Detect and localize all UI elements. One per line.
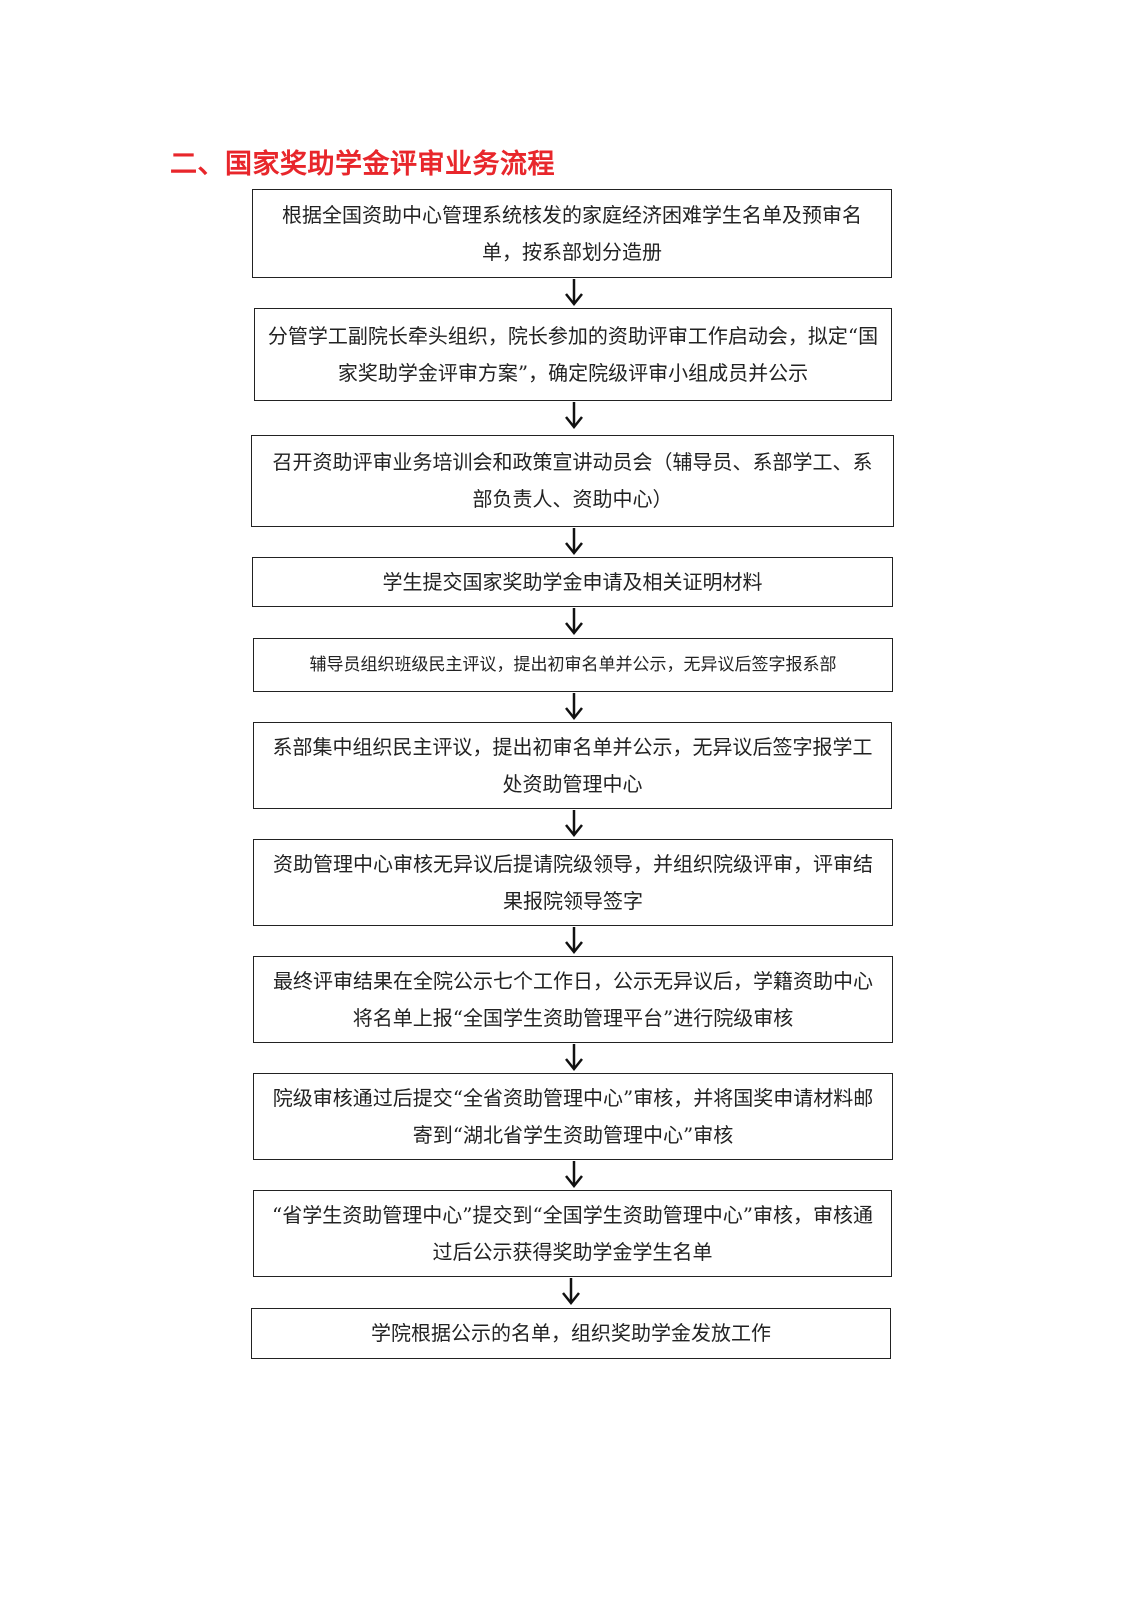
flow-step-7: 资助管理中心审核无异议后提请院级领导，并组织院级评审，评审结果报院领导签字	[253, 839, 893, 926]
flow-step-4-text: 学生提交国家奖助学金申请及相关证明材料	[382, 569, 763, 594]
down-arrow-icon	[565, 927, 583, 955]
flow-step-8: 最终评审结果在全院公示七个工作日，公示无异议后，学籍资助中心将名单上报“全国学生…	[253, 956, 893, 1043]
flow-step-2-text: 分管学工副院长牵头组织，院长参加的资助评审工作启动会，拟定“国家奖助学金评审方案…	[267, 323, 879, 385]
flow-step-6-text: 系部集中组织民主评议，提出初审名单并公示，无异议后签字报学工处资助管理中心	[272, 734, 873, 796]
down-arrow-icon	[565, 528, 583, 556]
down-arrow-icon	[565, 1161, 583, 1189]
down-arrow-icon	[565, 810, 583, 838]
flow-step-1-text: 根据全国资助中心管理系统核发的家庭经济困难学生名单及预审名单，按系部划分造册	[282, 202, 862, 264]
flow-step-11: 学院根据公示的名单，组织奖助学金发放工作	[251, 1308, 891, 1359]
down-arrow-icon	[565, 279, 583, 307]
down-arrow-icon	[565, 402, 583, 430]
flow-step-5-text: 辅导员组织班级民主评议，提出初审名单并公示，无异议后签字报系部	[309, 655, 837, 675]
flow-step-8-text: 最终评审结果在全院公示七个工作日，公示无异议后，学籍资助中心将名单上报“全国学生…	[273, 968, 873, 1030]
flow-step-1: 根据全国资助中心管理系统核发的家庭经济困难学生名单及预审名单，按系部划分造册	[252, 189, 892, 278]
flow-step-10-text: “省学生资助管理中心”提交到“全国学生资助管理中心”审核，审核通过后公示获得奖助…	[272, 1202, 873, 1264]
flow-step-5: 辅导员组织班级民主评议，提出初审名单并公示，无异议后签字报系部	[253, 638, 893, 692]
page-title: 二、国家奖助学金评审业务流程	[170, 149, 555, 180]
down-arrow-icon	[565, 608, 583, 636]
flow-step-2: 分管学工副院长牵头组织，院长参加的资助评审工作启动会，拟定“国家奖助学金评审方案…	[254, 308, 892, 401]
flow-step-10: “省学生资助管理中心”提交到“全国学生资助管理中心”审核，审核通过后公示获得奖助…	[253, 1190, 892, 1277]
flow-step-7-text: 资助管理中心审核无异议后提请院级领导，并组织院级评审，评审结果报院领导签字	[273, 851, 873, 913]
flow-step-9-text: 院级审核通过后提交“全省资助管理中心”审核，并将国奖申请材料邮寄到“湖北省学生资…	[272, 1085, 874, 1147]
flow-step-9: 院级审核通过后提交“全省资助管理中心”审核，并将国奖申请材料邮寄到“湖北省学生资…	[253, 1073, 893, 1160]
down-arrow-icon	[565, 1044, 583, 1072]
flow-step-11-text: 学院根据公示的名单，组织奖助学金发放工作	[371, 1321, 771, 1345]
down-arrow-icon	[562, 1278, 580, 1306]
down-arrow-icon	[565, 693, 583, 721]
flow-step-4: 学生提交国家奖助学金申请及相关证明材料	[252, 557, 893, 607]
flow-step-3: 召开资助评审业务培训会和政策宣讲动员会（辅导员、系部学工、系部负责人、资助中心）	[251, 435, 894, 527]
flow-step-3-text: 召开资助评审业务培训会和政策宣讲动员会（辅导员、系部学工、系部负责人、资助中心）	[272, 450, 873, 511]
flow-step-6: 系部集中组织民主评议，提出初审名单并公示，无异议后签字报学工处资助管理中心	[253, 722, 892, 809]
